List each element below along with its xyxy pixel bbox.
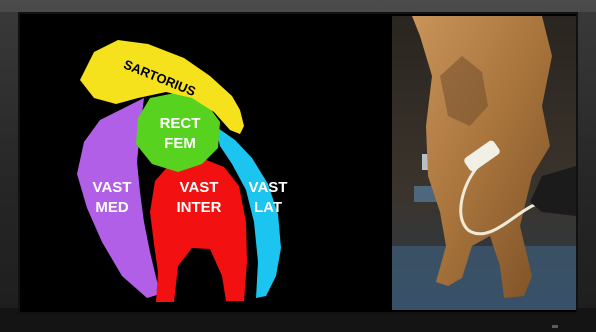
corner-mark — [552, 325, 558, 328]
quadriceps-cross-section-diagram: SARTORIUS RECT FEM VAST MED VAST INTER V… — [20, 14, 390, 312]
vastus-medialis-label-line2: MED — [95, 199, 129, 216]
vastus-lateralis-label-line1: VAST — [249, 179, 288, 196]
vastus-medialis-label-line1: VAST — [93, 179, 132, 196]
top-bar — [0, 0, 596, 12]
slide-panel: SARTORIUS RECT FEM VAST MED VAST INTER V… — [20, 14, 576, 312]
vastus-lateralis-label-line2: LAT — [254, 199, 282, 216]
vastus-intermedius-label-line1: VAST — [180, 179, 219, 196]
rectus-femoris-label-line2: FEM — [164, 135, 196, 152]
floor-mat — [392, 246, 576, 310]
rectus-femoris-label-line1: RECT — [160, 115, 201, 132]
vastus-intermedius-label-line2: INTER — [177, 199, 222, 216]
ultrasound-video-frame — [392, 16, 576, 310]
